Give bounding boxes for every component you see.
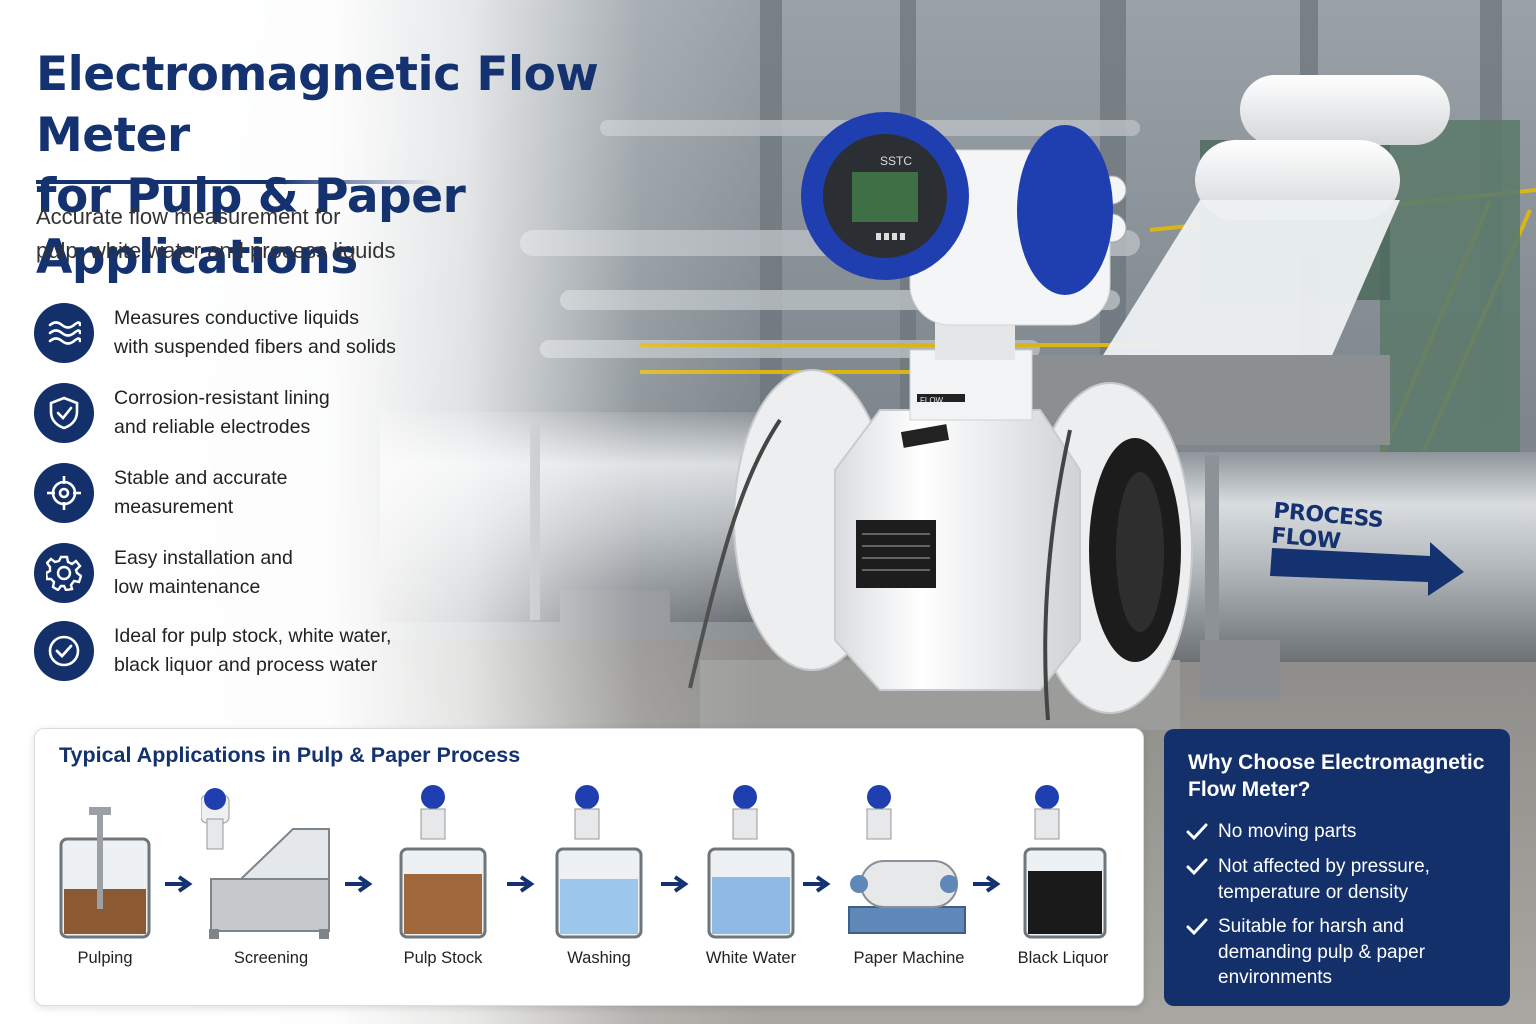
page-title: Electromagnetic Flow Meter for Pulp & Pa…	[36, 44, 756, 288]
gear-icon	[34, 543, 94, 603]
feature-text-line: Measures conductive liquids	[114, 307, 359, 329]
black-liquor-tank-icon	[1023, 785, 1107, 939]
feature-text-line: Ideal for pulp stock, white water,	[114, 625, 392, 647]
title-line-1: Electromagnetic Flow Meter	[36, 47, 599, 163]
stage-black-liquor: Black Liquor	[993, 779, 1133, 999]
stage-paper-machine: Paper Machine	[839, 779, 979, 999]
subtitle: Accurate flow measurement for pulp, whit…	[36, 200, 516, 268]
stage-label: Pulping	[77, 949, 133, 967]
feature-item: Corrosion-resistant lining and reliable e…	[34, 380, 454, 444]
flow-arrow-icon	[661, 875, 689, 893]
feature-text-line: Easy installation and	[114, 547, 293, 569]
subtitle-line-1: Accurate flow measurement for	[36, 204, 341, 229]
title-line-2: for Pulp & Paper Applications	[36, 169, 466, 285]
check-circle-icon	[34, 621, 94, 681]
feature-item: Ideal for pulp stock, white water, black …	[34, 618, 454, 682]
stage-label: White Water	[705, 949, 797, 967]
washing-tank-icon	[555, 785, 643, 939]
why-item-line: Suitable for harsh and	[1218, 916, 1404, 937]
flow-arrow-icon	[973, 875, 1001, 893]
why-item-line: Not affected by pressure,	[1218, 856, 1430, 877]
screen-icon	[201, 788, 330, 939]
why-choose-panel: Why Choose Electromagnetic Flow Meter? N…	[1164, 729, 1510, 1006]
checkmark-icon	[1186, 823, 1208, 841]
subtitle-line-2: pulp, white water and process liquids	[36, 238, 396, 263]
applications-panel: Typical Applications in Pulp & Paper Pro…	[34, 728, 1144, 1006]
applications-title: Typical Applications in Pulp & Paper Pro…	[59, 743, 521, 767]
feature-text-line: low maintenance	[114, 576, 261, 598]
crosshair-icon	[34, 463, 94, 523]
checkmark-icon	[1186, 858, 1208, 876]
stage-white-water: White Water	[681, 779, 821, 999]
feature-text-line: with suspended fibers and solids	[114, 336, 396, 358]
why-item-line: No moving parts	[1218, 821, 1357, 842]
feature-item: Easy installation and low maintenance	[34, 540, 454, 604]
waves-icon	[34, 303, 94, 363]
feature-text-line: black liquor and process water	[114, 654, 378, 676]
pulper-tank-icon	[59, 807, 151, 939]
why-item-line: temperature or density	[1218, 881, 1409, 903]
why-item-line: environments	[1218, 967, 1333, 988]
stage-screening: Screening	[201, 779, 341, 999]
stage-label: Screening	[233, 949, 309, 967]
svg-text:FLOW: FLOW	[920, 396, 944, 405]
pulp-stock-tank-icon	[399, 785, 487, 939]
why-title-line: Flow Meter?	[1188, 778, 1311, 801]
stage-label: Washing	[567, 949, 631, 967]
paper-machine-icon	[848, 785, 966, 934]
stage-washing: Washing	[529, 779, 669, 999]
flow-arrow-icon	[507, 875, 535, 893]
svg-text:SSTC: SSTC	[880, 154, 912, 168]
stage-label: Pulp Stock	[403, 949, 483, 967]
meter-brand-label: SSTC	[880, 154, 912, 168]
flow-arrow-icon	[803, 875, 831, 893]
feature-text-line: measurement	[114, 496, 234, 518]
stage-pulp-stock: Pulp Stock	[373, 779, 513, 999]
stage-label: Black Liquor	[1017, 949, 1109, 967]
why-title: Why Choose Electromagnetic Flow Meter?	[1188, 749, 1498, 803]
stage-label: Paper Machine	[853, 949, 965, 967]
shield-check-icon	[34, 383, 94, 443]
flow-plate-label: FLOW	[920, 396, 944, 405]
feature-text-line: and reliable electrodes	[114, 416, 311, 438]
feature-item: Stable and accurate measurement	[34, 460, 454, 524]
why-title-line: Why Choose Electromagnetic	[1188, 751, 1485, 774]
stage-pulping: Pulping	[35, 779, 175, 999]
white-water-tank-icon	[707, 785, 795, 939]
flow-arrow-icon	[165, 875, 193, 893]
feature-text-line: Corrosion-resistant lining	[114, 387, 330, 409]
title-divider	[36, 180, 436, 184]
feature-item: Measures conductive liquids with suspende…	[34, 300, 454, 364]
checkmark-icon	[1186, 918, 1208, 936]
why-item-line: demanding pulp & paper	[1218, 941, 1426, 963]
flow-arrow-icon	[345, 875, 373, 893]
feature-text-line: Stable and accurate	[114, 467, 288, 489]
